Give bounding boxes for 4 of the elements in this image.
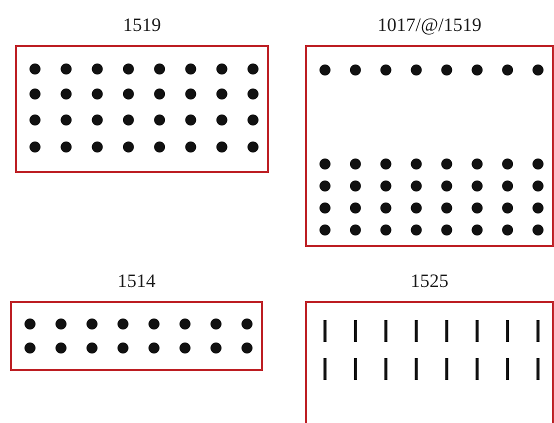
pattern-label: 1519 xyxy=(123,15,161,37)
pattern-label: 1017/@/1519 xyxy=(377,15,482,37)
pattern-label: 1514 xyxy=(118,271,156,293)
pattern-label: 1525 xyxy=(410,271,448,293)
